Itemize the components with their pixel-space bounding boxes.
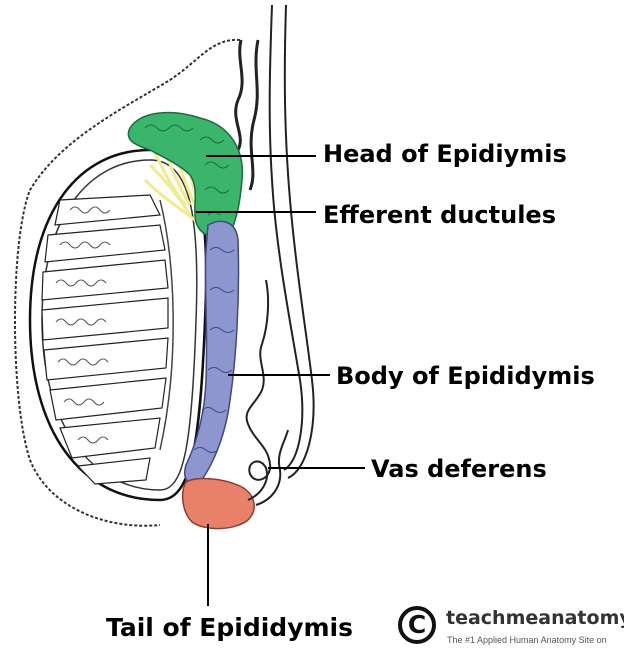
brand-name: teachmeanatomy (446, 607, 624, 629)
tail-of-epididymis (181, 477, 255, 530)
brand-watermark: C teachmeanatomy The #1 Applied Human An… (398, 604, 624, 651)
leader-lines (196, 155, 365, 606)
label-vas-deferens: Vas deferens (371, 455, 547, 483)
testis (28, 148, 208, 502)
label-efferent-ductules: Efferent ductules (323, 201, 556, 229)
label-head-of-epididymis: Head of Epidiymis (323, 140, 567, 168)
tunica-outline (14, 38, 241, 527)
label-tail-of-epididymis: Tail of Epididymis (106, 613, 353, 642)
brand-tagline: The #1 Applied Human Anatomy Site on (447, 635, 607, 645)
body-texture (193, 247, 235, 453)
label-body-of-epididymis: Body of Epididymis (336, 362, 595, 390)
vas-deferens (245, 279, 289, 506)
copyright-icon: C (398, 606, 436, 644)
spermatic-cord (234, 4, 315, 479)
head-texture (144, 124, 230, 216)
